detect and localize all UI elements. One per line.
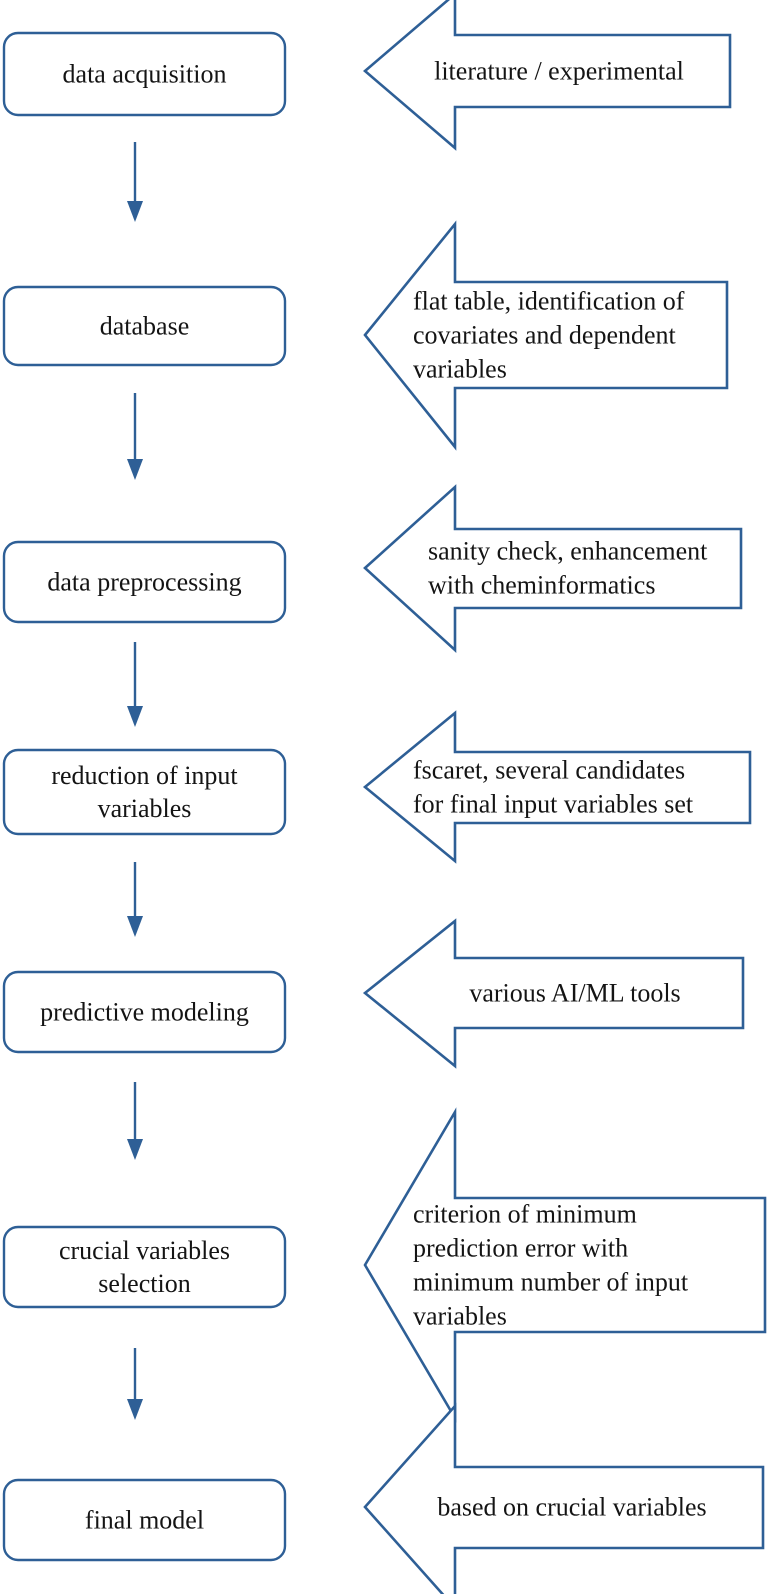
flow-box bbox=[2, 970, 287, 1054]
flow-box-label: crucial variables bbox=[59, 1236, 230, 1265]
flow-box bbox=[2, 748, 287, 836]
annotation-label: various AI/ML tools bbox=[469, 979, 680, 1008]
annotation-arrow bbox=[363, 0, 732, 151]
flow-box-label: selection bbox=[98, 1269, 190, 1298]
flow-box bbox=[2, 285, 287, 367]
connector-arrowhead-icon bbox=[127, 201, 143, 222]
annotation-label: for final input variables set bbox=[413, 790, 694, 819]
annotation-arrow bbox=[363, 220, 729, 451]
flow-step: database flat table, identification of cov… bbox=[2, 220, 729, 480]
annotation-label: variables bbox=[413, 1302, 507, 1331]
annotation-label: fscaret, several candidates bbox=[413, 756, 685, 785]
flow-box bbox=[2, 1478, 287, 1562]
flow-box-label: data preprocessing bbox=[47, 568, 241, 597]
flow-step: final model based on crucial variables bbox=[2, 1402, 765, 1594]
connector-arrowhead-icon bbox=[127, 706, 143, 727]
annotation-label: with cheminformatics bbox=[428, 571, 655, 600]
annotation-arrow bbox=[362, 918, 745, 1069]
flow-step: data acquisition literature / experimenta… bbox=[2, 0, 732, 222]
flow-step: crucial variables selection criterion of m… bbox=[2, 1107, 767, 1423]
flow-box-label: variables bbox=[98, 794, 192, 823]
flow-box-label: predictive modeling bbox=[40, 998, 249, 1027]
annotation-label: literature / experimental bbox=[434, 57, 684, 86]
connector-arrowhead-icon bbox=[127, 459, 143, 480]
annotation-arrow bbox=[363, 484, 743, 653]
flow-box-label: final model bbox=[85, 1506, 204, 1535]
flow-box-label: database bbox=[100, 312, 190, 341]
flow-box bbox=[2, 31, 287, 117]
annotation-label: sanity check, enhancement bbox=[428, 537, 708, 566]
annotation-arrow bbox=[363, 1402, 765, 1594]
connector-arrowhead-icon bbox=[127, 1139, 143, 1160]
connector-arrowhead-icon bbox=[127, 916, 143, 937]
annotation-label: based on crucial variables bbox=[437, 1493, 706, 1522]
flow-step: reduction of input variables fscaret, seve… bbox=[2, 710, 752, 937]
annotation-arrow bbox=[363, 1107, 767, 1423]
flow-box bbox=[2, 540, 287, 624]
flow-box bbox=[2, 1225, 287, 1309]
annotation-label: flat table, identification of bbox=[413, 287, 685, 316]
annotation-arrow bbox=[362, 710, 752, 864]
flow-step: predictive modeling various AI/ML tools bbox=[2, 918, 745, 1160]
annotation-label: criterion of minimum bbox=[413, 1200, 637, 1229]
flow-box-label: data acquisition bbox=[63, 60, 227, 89]
annotation-label: covariates and dependent bbox=[413, 321, 677, 350]
annotation-label: prediction error with bbox=[413, 1234, 628, 1263]
flow-step: data preprocessing sanity check, enhancem… bbox=[2, 484, 743, 727]
connector-arrowhead-icon bbox=[127, 1399, 143, 1420]
flow-box-label: reduction of input bbox=[51, 761, 238, 790]
annotation-label: variables bbox=[413, 355, 507, 384]
annotation-label: minimum number of input bbox=[413, 1268, 689, 1297]
